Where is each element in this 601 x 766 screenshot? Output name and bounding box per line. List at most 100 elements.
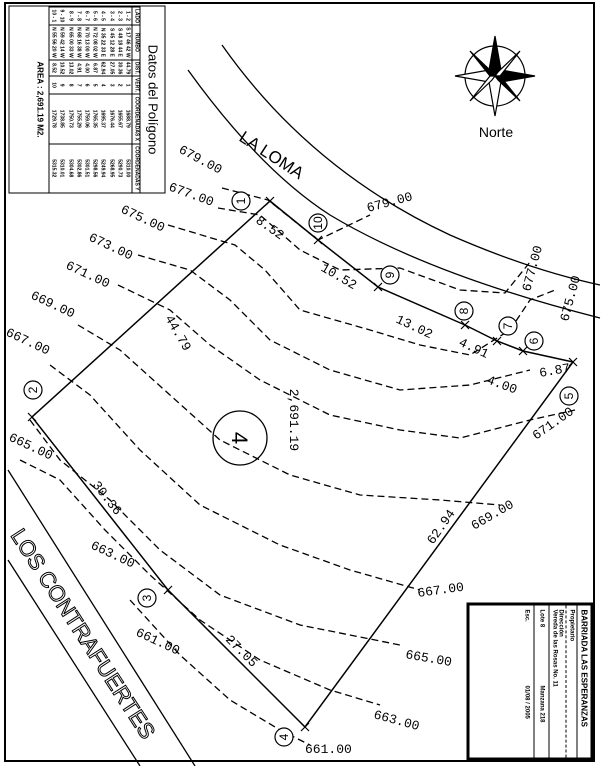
contour-label: 669.00: [469, 497, 517, 533]
north-label: Norte: [479, 124, 513, 140]
contour-label: 667.00: [3, 325, 52, 358]
table-cell: 1729.78: [48, 93, 58, 144]
vertex-label-circles: [23, 191, 579, 747]
block-value: Manzana 218: [538, 685, 544, 723]
table-cell: 6: [81, 75, 90, 94]
vertex-label: 3: [140, 594, 154, 601]
table-cell: 1759.06: [81, 93, 90, 144]
table-cell: 8 - 9: [65, 6, 74, 25]
vertex-label: 4: [277, 733, 291, 740]
address-value: Vereda de las Rosas No. 11: [551, 609, 557, 687]
table-cell: 5249.94: [98, 143, 107, 192]
table-cell: 62.94: [98, 59, 107, 76]
table-cell: 3 - 4: [106, 6, 115, 25]
table-cell: S 17 46 42 W: [122, 24, 132, 60]
table-cell: 8.52: [48, 59, 58, 76]
table-cell: 1750.73: [65, 93, 74, 144]
vertex-label: 9: [383, 271, 397, 278]
table-cell: 27.05: [106, 59, 115, 76]
area-label: 2,691.19: [286, 389, 301, 451]
owner-label: Propietario: [565, 605, 576, 757]
table-cell: 6 - 7: [81, 6, 90, 25]
table-cell: 8: [65, 75, 74, 94]
column-header: VERT.: [131, 75, 139, 94]
vertex-label: 6: [527, 337, 541, 344]
vertex-label: 5: [562, 392, 576, 399]
table-cell: 1: [122, 75, 132, 94]
table-cell: 5315.32: [48, 143, 58, 192]
table-cell: 5310.00: [122, 143, 132, 192]
contour-label: 665.00: [6, 430, 55, 463]
north-arrow-icon: [454, 35, 536, 117]
table-cell: 6.87: [89, 59, 99, 76]
contour-label: 671.00: [63, 258, 112, 291]
table-cell: N 68 16 38 W: [73, 24, 82, 60]
vertex-label: 8: [457, 307, 471, 314]
contour-label: 663.00: [88, 538, 137, 571]
vertex-label: 2: [26, 386, 40, 393]
vertex-label: 1: [234, 197, 248, 204]
distance-label: 27.05: [222, 632, 260, 670]
column-header: LADO: [131, 6, 139, 25]
table-cell: 5298.56: [89, 143, 99, 192]
contour-label: 669.00: [28, 288, 77, 321]
table-cell: 5302.86: [73, 143, 82, 192]
table-title: Datos del Polígono: [139, 6, 164, 192]
road-los-contrafuertes: [7, 469, 196, 766]
column-header: COORDENADAS X: [131, 93, 139, 144]
table-cell: N 72 08 02 W: [89, 24, 99, 60]
distance-label: 10.52: [318, 260, 359, 292]
table-cell: 1755.29: [73, 93, 82, 144]
distance-label: 6.87: [538, 361, 571, 381]
contour-label: 675.00: [118, 202, 167, 235]
table-cell: N 70 13 00 W: [81, 24, 90, 60]
title-block: BARRIADA LAS ESPERANZAS Propietario Dire…: [466, 602, 593, 760]
table-cell: 10: [48, 75, 58, 94]
table-cell: 7 - 8: [73, 6, 82, 25]
table-cell: S 48 18 44 E: [114, 24, 123, 60]
table-cell: N 59 42 14 W: [57, 24, 66, 60]
table-cell: 2 - 3: [114, 6, 123, 25]
table-cell: 30.36: [114, 59, 123, 76]
table-cell: 44.79: [122, 59, 132, 76]
table-cell: 4: [98, 75, 107, 94]
contour-label: 677.00: [167, 180, 216, 210]
table-cell: N 35 22 33 E: [98, 24, 107, 60]
table-cell: 5301.51: [81, 143, 90, 192]
table-cell: 1676.44: [106, 93, 115, 144]
table-cell: 1695.37: [98, 93, 107, 144]
contour-label: 661.00: [305, 742, 352, 757]
distance-label: 8.52: [253, 213, 287, 243]
drawing-frame: [4, 2, 595, 762]
scale-date-row: Esc. 01/08 / 2005: [519, 605, 533, 757]
distance-label: 4.00: [485, 373, 519, 398]
address-label: Dirección: [557, 609, 563, 637]
table-cell: 1765.35: [89, 93, 99, 144]
contour-label: 679.00: [176, 142, 224, 177]
contour-label: 677.00: [519, 244, 546, 293]
address-block: Dirección Vereda de las Rosas No. 11: [548, 605, 565, 757]
distance-label: 13.02: [393, 312, 435, 342]
table-cell: 9: [57, 75, 66, 94]
project-name: BARRIADA LAS ESPERANZAS: [576, 605, 590, 757]
vertex-markers: [27, 196, 578, 732]
table-cell: 1655.67: [114, 93, 123, 144]
table-cell: 5268.95: [106, 143, 115, 192]
table-cell: 10 - 1: [48, 6, 58, 25]
contour-label: 671.00: [530, 404, 577, 443]
table-cell: 4.91: [73, 59, 82, 76]
table-cell: 1 - 2: [122, 6, 132, 25]
table-cell: N 65 00 33 W: [65, 24, 74, 60]
table-cell: 10.52: [57, 59, 66, 76]
contour-label: 665.00: [404, 647, 453, 670]
